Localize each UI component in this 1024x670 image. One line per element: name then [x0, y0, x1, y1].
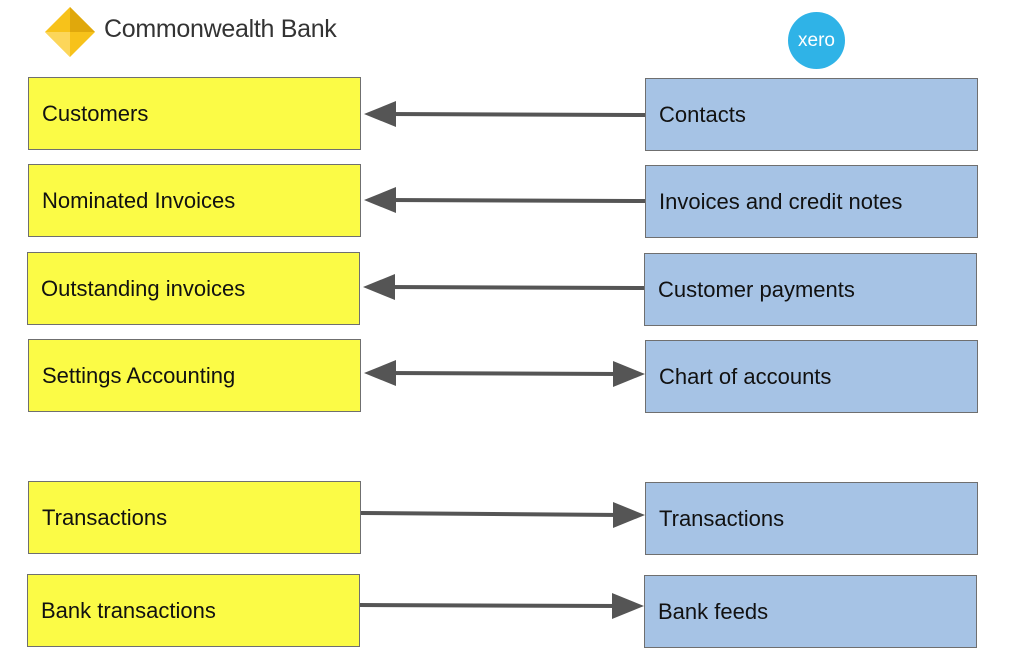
xero-box-invoices-credit-notes: Invoices and credit notes [645, 165, 978, 238]
box-label: Invoices and credit notes [659, 188, 903, 214]
arrowhead-to-bank-feeds [612, 593, 644, 619]
arrow-shaft-outstanding-invoices [385, 285, 646, 290]
arrow-shaft-bank-transactions [359, 603, 621, 608]
xero-box-contacts: Contacts [645, 78, 978, 151]
arrowhead-to-settings-accounting [364, 360, 396, 386]
arrow-shaft-settings-accounting [385, 371, 622, 376]
box-label: Customer payments [658, 276, 855, 302]
cba-box-outstanding-invoices: Outstanding invoices [27, 252, 360, 325]
cba-box-transactions: Transactions [28, 481, 361, 554]
box-label: Bank transactions [41, 597, 216, 623]
cba-box-nominated-invoices: Nominated Invoices [28, 164, 361, 237]
xero-box-transactions: Transactions [645, 482, 978, 555]
xero-logo: xero [788, 12, 845, 69]
box-label: Contacts [659, 101, 746, 127]
arrowhead-to-chart-of-accounts [613, 361, 645, 387]
arrowhead-to-outstanding-invoices [363, 274, 395, 300]
arrowhead-to-customers [364, 101, 396, 127]
arrowhead-to-nominated-invoices [364, 187, 396, 213]
xero-box-chart-of-accounts: Chart of accounts [645, 340, 978, 413]
commonwealth-bank-logo-icon [45, 7, 95, 57]
cba-box-customers: Customers [28, 77, 361, 150]
cba-box-settings-accounting: Settings Accounting [28, 339, 361, 412]
arrow-shaft-nominated-invoices [385, 198, 646, 203]
xero-box-bank-feeds: Bank feeds [644, 575, 977, 648]
box-label: Bank feeds [658, 598, 769, 624]
box-label: Settings Accounting [42, 362, 236, 388]
arrow-shaft-transactions [360, 511, 622, 517]
commonwealth-bank-name: Commonwealth Bank [104, 15, 337, 43]
cba-box-bank-transactions: Bank transactions [27, 574, 360, 647]
box-label: Customers [42, 100, 149, 126]
box-label: Transactions [659, 505, 785, 531]
box-label: Chart of accounts [659, 363, 832, 389]
box-label: Transactions [42, 504, 168, 530]
arrow-shaft-customers-contacts [385, 112, 646, 117]
box-label: Nominated Invoices [42, 187, 236, 213]
arrowhead-to-xero-transactions [613, 502, 645, 528]
xero-box-customer-payments: Customer payments [644, 253, 977, 326]
box-label: Outstanding invoices [41, 275, 246, 301]
